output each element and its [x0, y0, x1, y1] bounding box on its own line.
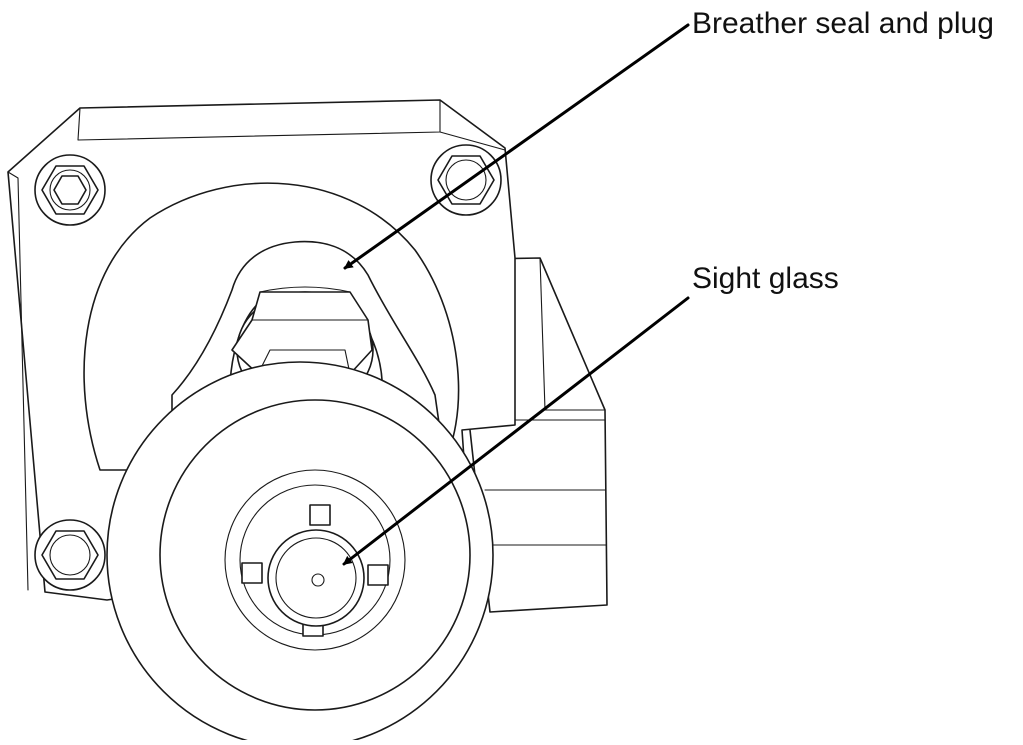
bolt-top-left	[34, 154, 106, 226]
sight-glass-callout-label: Sight glass	[692, 262, 839, 295]
bolt-top-right	[430, 144, 502, 216]
bolt-bottom-left	[34, 519, 106, 591]
breather-callout-label: Breather seal and plug	[692, 7, 994, 40]
sight-glass-leader-arrow	[342, 296, 690, 566]
breather-leader-arrow	[343, 23, 690, 270]
sight-glass	[267, 529, 365, 627]
